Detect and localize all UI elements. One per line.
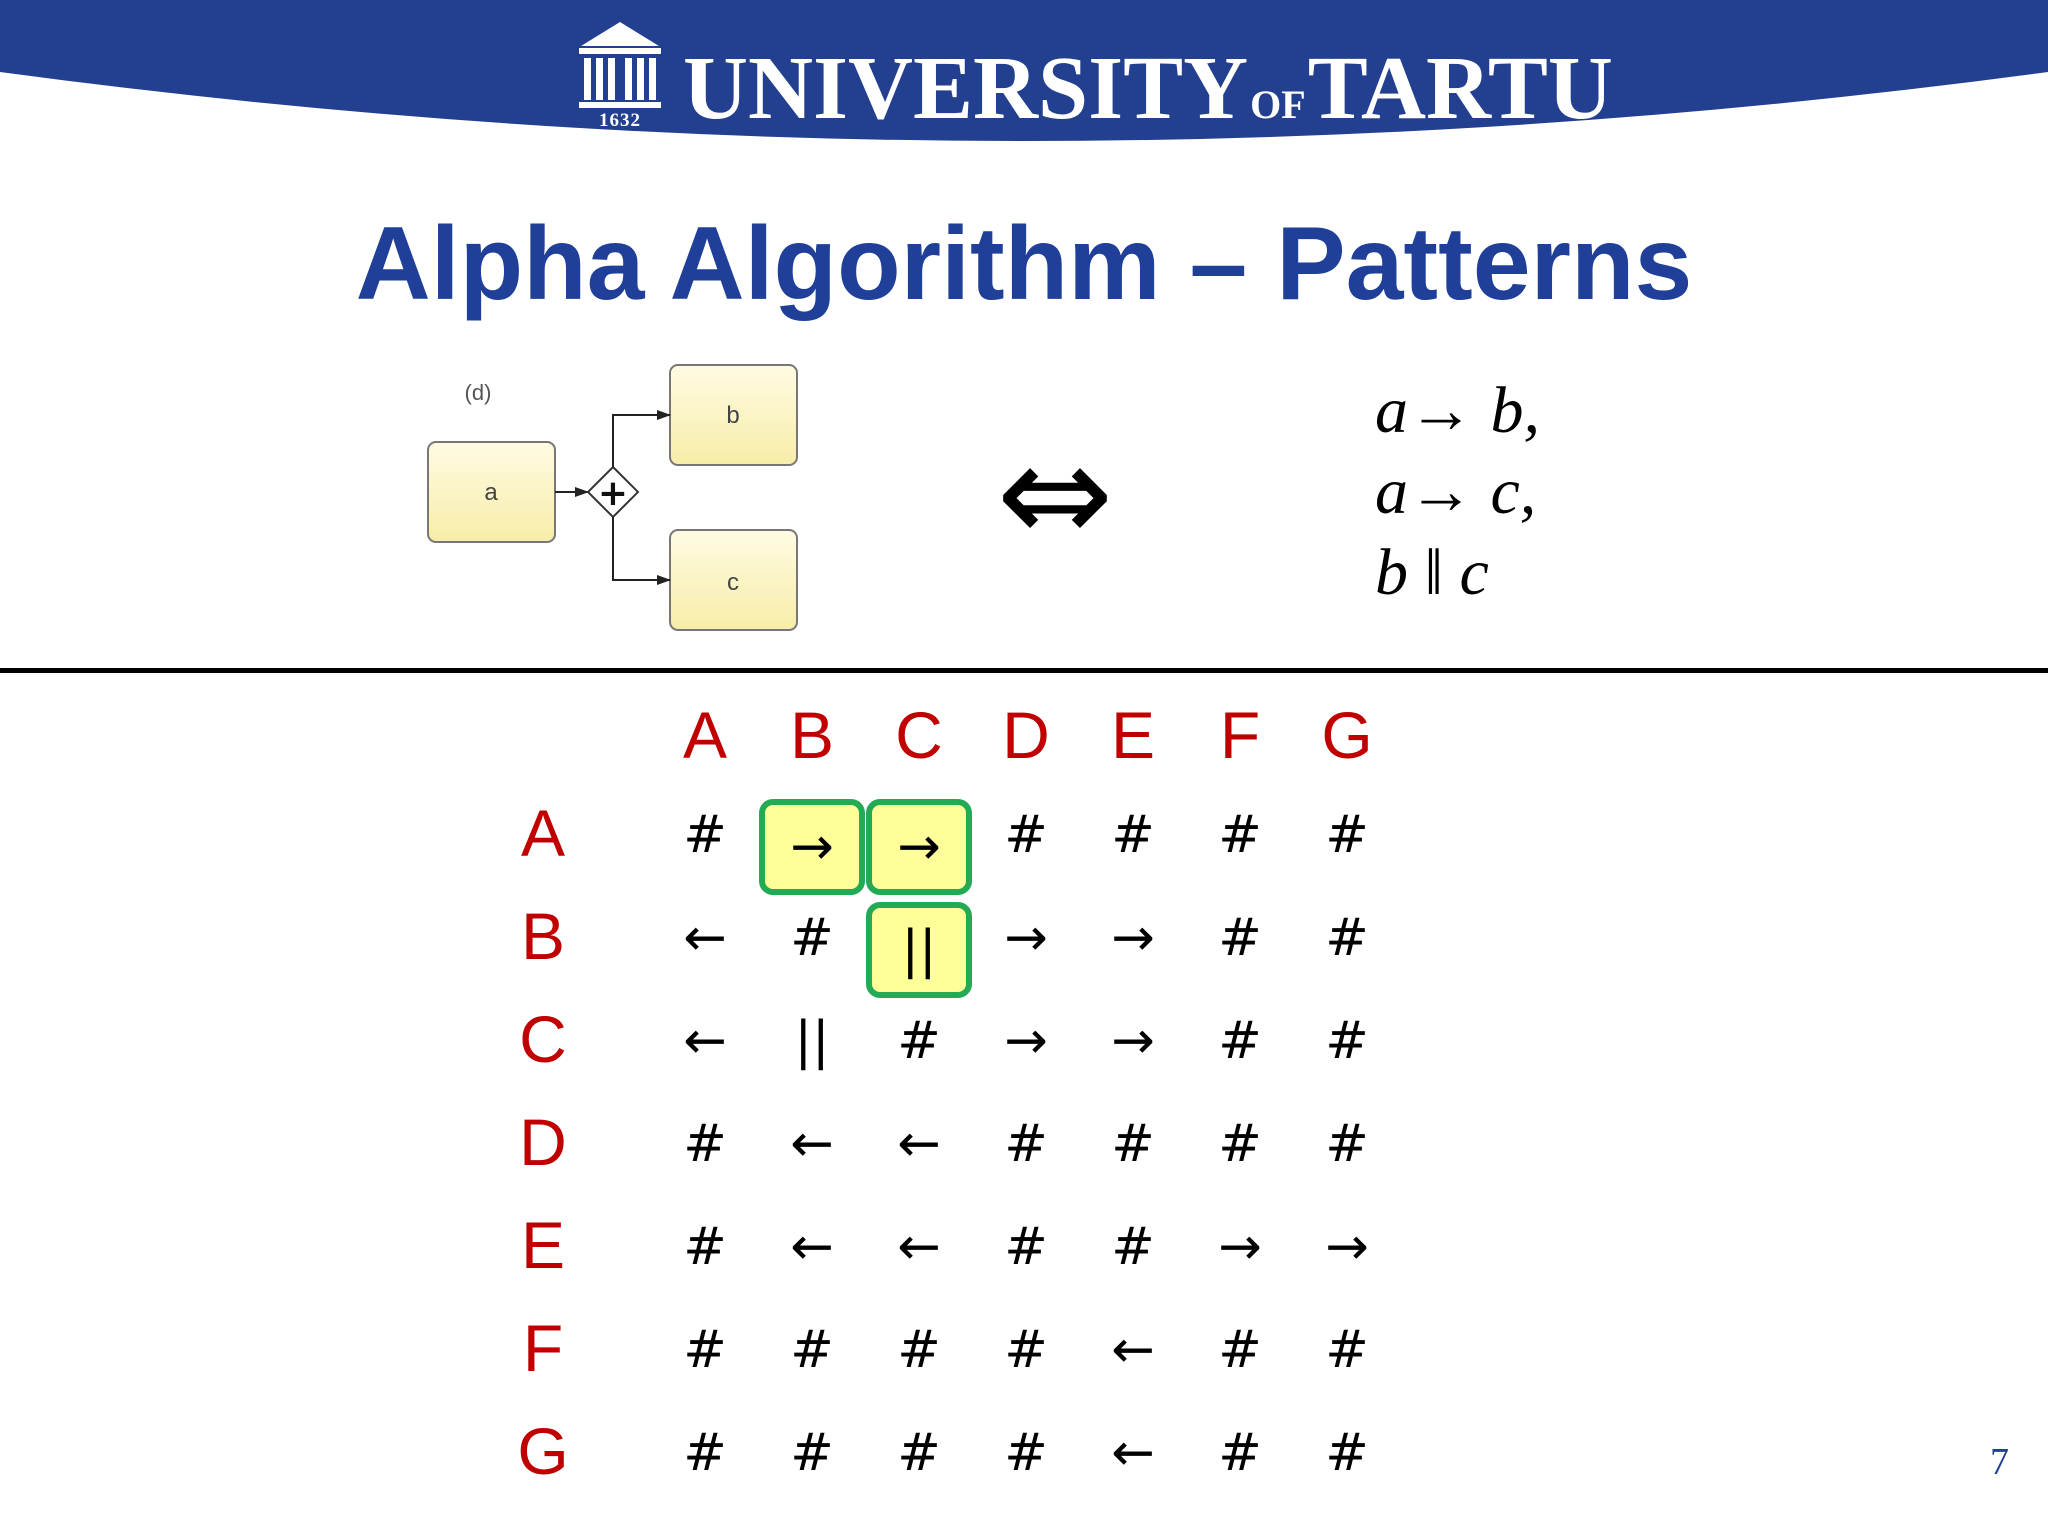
matrix-cell-a-g: # bbox=[1325, 805, 1369, 865]
column-header-e: E bbox=[1110, 698, 1156, 772]
row-header-e: E bbox=[520, 1208, 566, 1282]
matrix-cell-f-b: # bbox=[790, 1320, 834, 1380]
matrix-cell-b-e: → bbox=[1111, 908, 1155, 968]
relation-formulas: a→ b, a→ c, b ‖ c bbox=[1375, 370, 1540, 613]
gateway-plus-icon: + bbox=[598, 473, 628, 514]
matrix-cell-c-a: ← bbox=[683, 1011, 727, 1071]
matrix-cell-c-b: || bbox=[794, 1011, 830, 1071]
column-header-f: F bbox=[1219, 698, 1261, 772]
matrix-cell-c-e: → bbox=[1111, 1011, 1155, 1071]
matrix-cell-f-a: # bbox=[683, 1320, 727, 1380]
matrix-cell-g-a: # bbox=[683, 1423, 727, 1483]
matrix-cell-a-d: # bbox=[1004, 805, 1048, 865]
column-header-b: B bbox=[789, 698, 835, 772]
matrix-cell-c-f: # bbox=[1218, 1011, 1262, 1071]
matrix-cell-g-e: ← bbox=[1111, 1423, 1155, 1483]
row-header-c: C bbox=[519, 1002, 567, 1076]
matrix-cell-b-d: → bbox=[1004, 908, 1048, 968]
matrix-cell-g-c: # bbox=[897, 1423, 941, 1483]
matrix-cell-a-e: # bbox=[1111, 805, 1155, 865]
section-divider bbox=[0, 668, 2048, 673]
matrix-cell-e-a: # bbox=[683, 1217, 727, 1277]
matrix-cell-b-g: # bbox=[1325, 908, 1369, 968]
matrix-cell-e-g: → bbox=[1325, 1217, 1369, 1277]
flow-gateway-b bbox=[612, 410, 671, 467]
row-header-f: F bbox=[522, 1311, 564, 1385]
matrix-cell-e-c: ← bbox=[897, 1217, 941, 1277]
matrix-cell-g-f: # bbox=[1218, 1423, 1262, 1483]
matrix-cell-d-c: ← bbox=[897, 1114, 941, 1174]
row-header-d: D bbox=[519, 1105, 567, 1179]
matrix-cell-f-e: ← bbox=[1111, 1320, 1155, 1380]
column-header-a: A bbox=[682, 698, 728, 772]
matrix-cell-a-f: # bbox=[1218, 805, 1262, 865]
matrix-cell-f-f: # bbox=[1218, 1320, 1262, 1380]
matrix-cell-c-d: → bbox=[1004, 1011, 1048, 1071]
matrix-cell-a-b: → bbox=[759, 799, 865, 895]
task-b-label: b bbox=[726, 402, 739, 429]
formula-b-c: b ‖ c bbox=[1375, 536, 1489, 609]
row-header-a: A bbox=[520, 796, 566, 870]
university-building-icon: 1632 bbox=[575, 14, 665, 134]
matrix-cell-d-a: # bbox=[683, 1114, 727, 1174]
task-c-label: c bbox=[727, 569, 739, 596]
matrix-cell-d-f: # bbox=[1218, 1114, 1262, 1174]
matrix-cell-f-g: # bbox=[1325, 1320, 1369, 1380]
column-header-c: C bbox=[895, 698, 943, 772]
matrix-cell-a-c: → bbox=[866, 799, 972, 895]
flow-gateway-c bbox=[612, 517, 671, 585]
equivalence-icon: ⇔ bbox=[996, 413, 1114, 576]
matrix-cell-b-c: || bbox=[866, 902, 972, 998]
matrix-cell-c-g: # bbox=[1325, 1011, 1369, 1071]
matrix-cell-b-f: # bbox=[1218, 908, 1262, 968]
page-number: 7 bbox=[1990, 1441, 2009, 1483]
column-header-g: G bbox=[1321, 698, 1373, 772]
task-b: b bbox=[669, 364, 798, 466]
matrix-cell-g-d: # bbox=[1004, 1423, 1048, 1483]
header-banner bbox=[0, 0, 2048, 141]
row-header-g: G bbox=[517, 1414, 569, 1488]
matrix-cell-d-d: # bbox=[1004, 1114, 1048, 1174]
logo-year: 1632 bbox=[599, 110, 641, 131]
task-a: a bbox=[427, 441, 556, 543]
matrix-cell-g-g: # bbox=[1325, 1423, 1369, 1483]
wordmark-of: OF bbox=[1250, 82, 1306, 127]
matrix-cell-c-c: # bbox=[897, 1011, 941, 1071]
matrix-cell-a-a: # bbox=[683, 805, 727, 865]
slide-title: Alpha Algorithm – Patterns bbox=[355, 206, 1693, 322]
column-header-d: D bbox=[1002, 698, 1050, 772]
matrix-cell-b-b: # bbox=[790, 908, 834, 968]
matrix-cell-d-e: # bbox=[1111, 1114, 1155, 1174]
matrix-cell-e-f: → bbox=[1218, 1217, 1262, 1277]
diagram-label: (d) bbox=[465, 380, 492, 405]
formula-a-c: a→ c, bbox=[1375, 455, 1537, 528]
matrix-cell-d-g: # bbox=[1325, 1114, 1369, 1174]
bpmn-diagram: (d) a b c + bbox=[427, 364, 798, 631]
matrix-cell-g-b: # bbox=[790, 1423, 834, 1483]
matrix-cell-f-d: # bbox=[1004, 1320, 1048, 1380]
wordmark-tartu: TARTU bbox=[1307, 39, 1613, 138]
matrix-cell-f-c: # bbox=[897, 1320, 941, 1380]
formula-a-b: a→ b, bbox=[1375, 374, 1540, 447]
matrix-cell-e-d: # bbox=[1004, 1217, 1048, 1277]
matrix-cell-e-e: # bbox=[1111, 1217, 1155, 1277]
matrix-cell-d-b: ← bbox=[790, 1114, 834, 1174]
task-a-label: a bbox=[484, 479, 498, 506]
parallel-gateway: + bbox=[586, 465, 640, 519]
matrix-cell-b-a: ← bbox=[683, 908, 727, 968]
wordmark-university: UNIVERSITY bbox=[683, 39, 1249, 138]
row-header-b: B bbox=[520, 899, 566, 973]
matrix-cell-e-b: ← bbox=[790, 1217, 834, 1277]
task-c: c bbox=[669, 529, 798, 631]
